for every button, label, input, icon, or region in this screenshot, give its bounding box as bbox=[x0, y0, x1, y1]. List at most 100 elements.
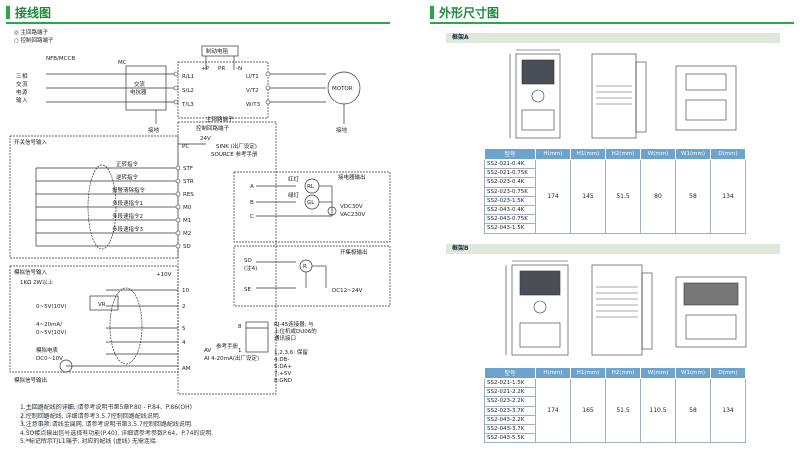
model-cell: SS2-023-3.7K bbox=[484, 405, 536, 416]
table-row: SS2-023-0.75K bbox=[484, 186, 746, 197]
input-terminal-5: M2 bbox=[183, 231, 191, 237]
input-terminal-2: RES bbox=[183, 192, 194, 198]
input-terminal-3: M0 bbox=[183, 205, 192, 211]
pin-desc-2: 4:DB- bbox=[274, 357, 289, 363]
model-cell: SS2-023-1.5K bbox=[484, 195, 536, 206]
value-d: 134 bbox=[710, 377, 746, 444]
model-cell: SS2-023-0.75K bbox=[484, 186, 536, 197]
rj45-desc-3: 通讯接口 bbox=[274, 334, 296, 342]
terminal-wt3: W/T3 bbox=[246, 102, 261, 108]
value-w1: 58 bbox=[675, 159, 711, 234]
value-h2: 51.5 bbox=[605, 377, 641, 444]
terminal-p: +P bbox=[201, 66, 210, 72]
rl-label: RL bbox=[307, 184, 315, 190]
ai-label: AI 4-20mA(出厂设定) bbox=[204, 354, 259, 362]
header-model: 型号 bbox=[484, 148, 536, 160]
vdc-label: VDC30V bbox=[340, 204, 363, 210]
frame-a-label: 框架A bbox=[446, 33, 780, 43]
relay-c: C bbox=[250, 214, 254, 220]
note-2: 2.控制回路配线, 详细请参考3.5.7控制回路配线说明. bbox=[20, 412, 161, 420]
note-1: 1.主回路配线的详细, 请参考说明书第5章P.80 - P.84、P.86(OH… bbox=[20, 404, 192, 411]
red-light-label: 红灯 bbox=[288, 175, 300, 183]
rj45-desc-1: RJ-45连接器, 与 bbox=[274, 320, 314, 328]
pin-desc-1: 1,2,3,6: 保留 bbox=[274, 348, 308, 356]
ground-right: 接地 bbox=[336, 126, 348, 134]
value-h: 174 bbox=[535, 159, 571, 234]
rj45-pin-1: 1 bbox=[238, 348, 242, 354]
power-input-6: 源 bbox=[22, 88, 28, 96]
terminal-5: 5 bbox=[182, 326, 186, 332]
input-terminal-4: M1 bbox=[183, 218, 191, 224]
terminal-sl2: S/L2 bbox=[182, 88, 194, 94]
frame-a-drawings bbox=[509, 49, 737, 139]
title-bar-icon bbox=[430, 5, 434, 19]
pin-desc-3: 5:DA+ bbox=[274, 364, 292, 370]
value-h: 174 bbox=[535, 377, 571, 444]
value-h1: 165 bbox=[570, 377, 606, 444]
wiring-title-text: 接线图 bbox=[15, 5, 52, 20]
gl-label: GL bbox=[307, 200, 315, 206]
se-label: SE bbox=[244, 287, 251, 293]
range-0-5v: 0~5V(10V) bbox=[36, 304, 66, 310]
model-cell: SS2-043-5.5K bbox=[484, 433, 536, 444]
table-row: SS2-021-0.4K 174 145 51.5 80 58 134 bbox=[484, 158, 746, 234]
power-input-3: 交 bbox=[16, 80, 22, 88]
header-h1: H1(mm) bbox=[570, 367, 606, 379]
plus10v-label: +10V bbox=[156, 272, 172, 278]
model-cell: SS2-043-2.2K bbox=[484, 414, 536, 425]
switch-input-label: 开关信号输入 bbox=[14, 138, 48, 146]
header-h2: H2(mm) bbox=[605, 367, 641, 379]
frame-a-table: 型号 H(mm) H1(mm) H2(mm) W(mm) W1(mm) D(mm… bbox=[484, 148, 746, 234]
table-row: SS2-021-0.75K bbox=[484, 168, 746, 179]
terminal-pr: PR bbox=[218, 66, 225, 72]
source-label: SOURCE 参考手册 bbox=[211, 150, 258, 158]
vac-label: VAC230V bbox=[340, 212, 365, 218]
left-divider bbox=[6, 22, 390, 24]
meter-label: 模拟电表 bbox=[36, 346, 59, 354]
header-w1: W1(mm) bbox=[675, 148, 711, 160]
notes: 1.主回路配线的详细, 请参考说明书第5章P.80 - P.84、P.86(OH… bbox=[20, 404, 390, 447]
mc-label: MC bbox=[118, 60, 127, 66]
header-h: H(mm) bbox=[535, 367, 571, 379]
table-header-row: 型号 H(mm) H1(mm) H2(mm) W(mm) W1(mm) D(mm… bbox=[484, 148, 746, 160]
v24-label: 24V bbox=[200, 136, 211, 142]
control-circuit-terminal: 控制回路端子 bbox=[196, 124, 230, 132]
frame-b-label: 框架B bbox=[446, 244, 780, 254]
value-h2: 51.5 bbox=[605, 159, 641, 234]
value-w1: 58 bbox=[675, 377, 711, 444]
dc-label: DC12~24V bbox=[332, 288, 363, 294]
watermark-logo-icon: 工博士 www.gongboshi.com bbox=[21, 402, 96, 444]
terminal-ut1: U/T1 bbox=[246, 74, 259, 80]
frame-b-drawings bbox=[505, 260, 747, 356]
reactor-label-2: 电抗器 bbox=[130, 88, 147, 96]
table-row: SS2-023-0.4K bbox=[484, 177, 746, 188]
input-name-1: 逆转指令 bbox=[116, 173, 139, 181]
terminal-vt2: V/T2 bbox=[246, 88, 258, 94]
am-label: AM bbox=[182, 366, 191, 372]
legend-main: ◎ 主回路端子 bbox=[14, 28, 49, 36]
model-cell: SS2-043-3.7K bbox=[484, 423, 536, 435]
model-cell: SS2-021-1.5K bbox=[484, 377, 536, 389]
model-cell: SS2-043-0.4K bbox=[484, 204, 536, 216]
breaker-label: NFB/MCCB bbox=[46, 56, 75, 62]
pin-desc-4: 7:+5V bbox=[274, 371, 291, 377]
model-cell: SS2-023-0.4K bbox=[484, 177, 536, 188]
header-d: D(mm) bbox=[710, 367, 746, 379]
relay-output-label: 接电器输出 bbox=[338, 173, 366, 181]
header-d: D(mm) bbox=[710, 148, 746, 160]
model-cell: SS2-021-2.2K bbox=[484, 387, 536, 398]
header-h1: H1(mm) bbox=[570, 148, 606, 160]
header-h: H(mm) bbox=[535, 148, 571, 160]
analog-output-label: 模拟信号输出 bbox=[14, 376, 47, 384]
relay-b: B bbox=[250, 200, 254, 206]
terminal-10: 10 bbox=[182, 288, 189, 294]
value-w: 110.5 bbox=[640, 377, 676, 444]
meter-range: DC0~10V bbox=[36, 356, 63, 362]
range-4-20ma: 4~20mA/ bbox=[36, 322, 62, 328]
dimension-section-title: 外形尺寸图 bbox=[430, 3, 499, 21]
note-3: 3.注意事项:请线金属网, 请参考说明书第3.5.7控制回路配线说明. bbox=[20, 421, 193, 429]
vr-label: VR bbox=[98, 302, 106, 308]
header-model: 型号 bbox=[484, 367, 536, 379]
rj45-desc-2: 上位机或DU06的 bbox=[274, 327, 317, 335]
ref-label: 参考手册 bbox=[216, 342, 239, 350]
